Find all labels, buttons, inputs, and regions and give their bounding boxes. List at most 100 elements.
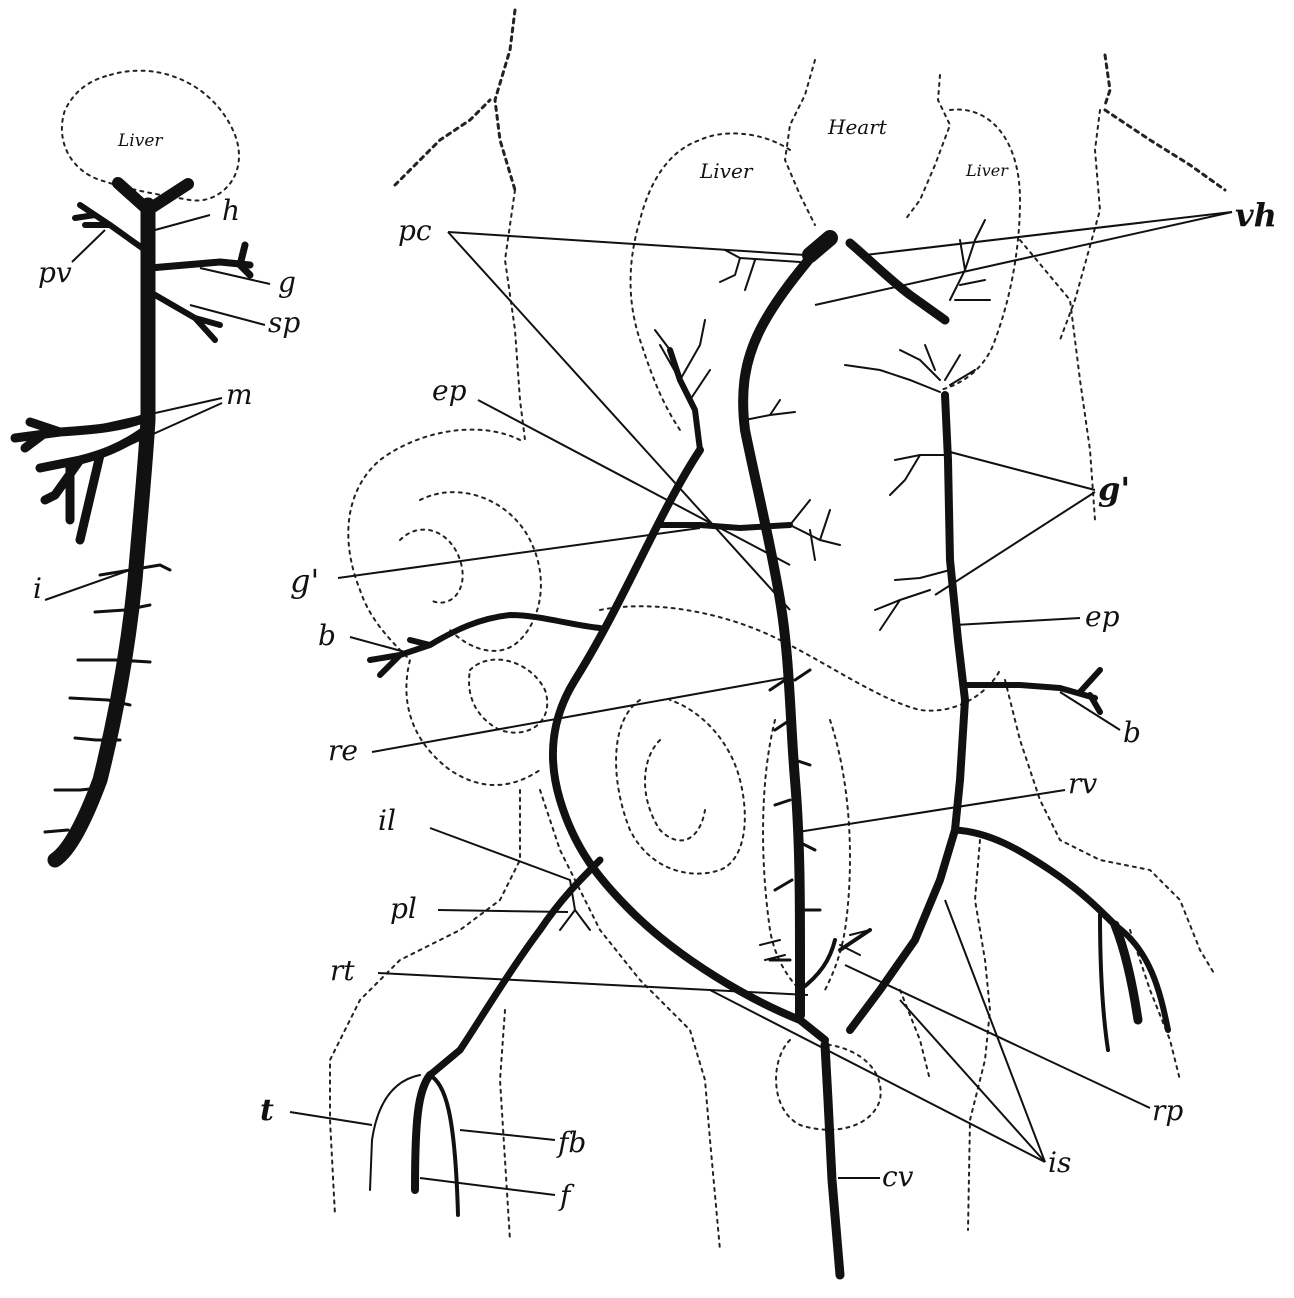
outline-heart	[783, 59, 952, 226]
twigs	[559, 219, 991, 961]
label-ep-right: ep	[1085, 600, 1120, 633]
small-g-branch	[146, 241, 254, 279]
small-figure	[10, 69, 254, 868]
label-m: m	[226, 378, 253, 411]
twigs-left-lower	[759, 939, 786, 961]
label-sp: sp	[268, 306, 300, 339]
twigs-right-lower	[839, 929, 871, 956]
outline-right-mid	[1019, 239, 1096, 521]
twigs-right-liver	[949, 219, 991, 301]
leader-is3	[944, 899, 1046, 1163]
leader-ep-right	[954, 617, 1081, 626]
leader-rt	[377, 972, 809, 996]
leader-g-prime-right1	[949, 451, 1096, 491]
small-m-branch-lower	[35, 427, 148, 545]
cross-branch-gastric	[657, 522, 793, 531]
leader-rv	[797, 789, 1066, 833]
outline-right-leg2	[1129, 929, 1181, 1081]
femoral-fb-branch	[428, 1073, 460, 1217]
branch-rp-leg1	[1110, 920, 1143, 1025]
femoral-t-branch	[369, 1074, 421, 1191]
outline-intestine-coil	[468, 658, 549, 734]
leader-g-prime-right2	[934, 491, 1096, 596]
leader-b-right	[1059, 691, 1121, 731]
branch-rp-leg2	[1112, 922, 1171, 1033]
leader-m1	[79, 397, 223, 431]
outline-cloaca	[775, 1039, 882, 1131]
small-main-vein	[47, 197, 156, 868]
label-pv: pv	[38, 256, 72, 289]
small-vein-top-left	[112, 177, 154, 216]
label-i: i	[33, 572, 42, 605]
label-liver-right: Liver	[965, 161, 1009, 180]
leader-b-left	[349, 636, 406, 653]
left-upper-vein	[667, 347, 703, 453]
leader-t	[289, 1111, 373, 1126]
postcaval-vein	[738, 235, 830, 1020]
outline-right-leg-inner	[967, 839, 992, 1231]
leader-i	[44, 569, 131, 601]
label-cv: cv	[882, 1160, 914, 1193]
leader-lines	[44, 211, 1233, 1196]
label-b-right: b	[1123, 716, 1141, 749]
femoral-vein	[426, 856, 604, 1079]
twigs-left-liver	[719, 249, 801, 291]
leader-g	[199, 267, 271, 285]
label-vh: vh	[1235, 196, 1277, 234]
label-b-left: b	[318, 619, 336, 652]
outline-left-neck	[493, 8, 517, 192]
hepatic-vein-right	[845, 238, 950, 325]
branch-b-right	[962, 667, 1103, 715]
branch-b-left	[367, 612, 603, 678]
outline-center-leg	[498, 1009, 511, 1241]
label-h: h	[222, 194, 240, 227]
twigs-g-prime-upper	[889, 454, 949, 496]
femoral-f-branch	[411, 1071, 434, 1194]
outline-right-shoulder	[1103, 108, 1227, 192]
outline-kidney-right	[824, 719, 851, 991]
leader-g-prime-left	[337, 527, 701, 579]
leader-m2	[99, 402, 223, 459]
twigs-g-prime-lower	[874, 569, 951, 631]
postcaval-right-branch	[798, 928, 872, 992]
leader-pc1	[447, 231, 806, 256]
label-rv: rv	[1068, 767, 1097, 800]
twigs-center-upper	[789, 499, 841, 561]
small-i-twigs	[43, 563, 172, 834]
label-ep-left: ep	[432, 374, 467, 407]
leader-ep-left	[477, 399, 791, 566]
twigs-center-mid	[744, 399, 796, 421]
leader-vh1	[864, 211, 1233, 256]
leader-is1	[709, 989, 1046, 1163]
label-f: f	[558, 1179, 575, 1212]
left-abdominal-vein	[548, 446, 829, 1044]
label-g-prime-left: g'	[290, 562, 319, 600]
label-pc: pc	[398, 214, 432, 247]
outline-belly	[599, 605, 1001, 712]
outline-right-neck	[1103, 53, 1112, 107]
label-liver-left: Liver	[699, 159, 754, 183]
label-heart: Heart	[827, 115, 888, 139]
leader-pl	[437, 909, 569, 913]
label-rp: rp	[1152, 1094, 1183, 1127]
outline-gonad-left	[615, 699, 746, 875]
label-il: il	[378, 804, 396, 837]
leader-is2	[899, 999, 1046, 1163]
caudal-vein	[820, 1040, 845, 1280]
label-rt: rt	[330, 954, 355, 987]
branch-rp-leg3	[1098, 913, 1110, 1052]
labels: Liver h pv g sp m i Heart Liver Liver pc…	[33, 115, 1277, 1212]
small-pv-branch	[72, 202, 148, 253]
label-g-prime-right: g'	[1098, 470, 1130, 508]
leader-re	[371, 677, 786, 753]
outline-right-body	[1059, 109, 1102, 341]
big-figure-veins	[367, 230, 1171, 1280]
label-fb: fb	[556, 1126, 586, 1159]
leader-pv	[71, 229, 106, 263]
branch-rp	[951, 826, 1119, 929]
leader-f	[419, 1177, 556, 1196]
leader-h	[154, 214, 211, 231]
outline-left-leg-outer	[329, 789, 521, 1216]
